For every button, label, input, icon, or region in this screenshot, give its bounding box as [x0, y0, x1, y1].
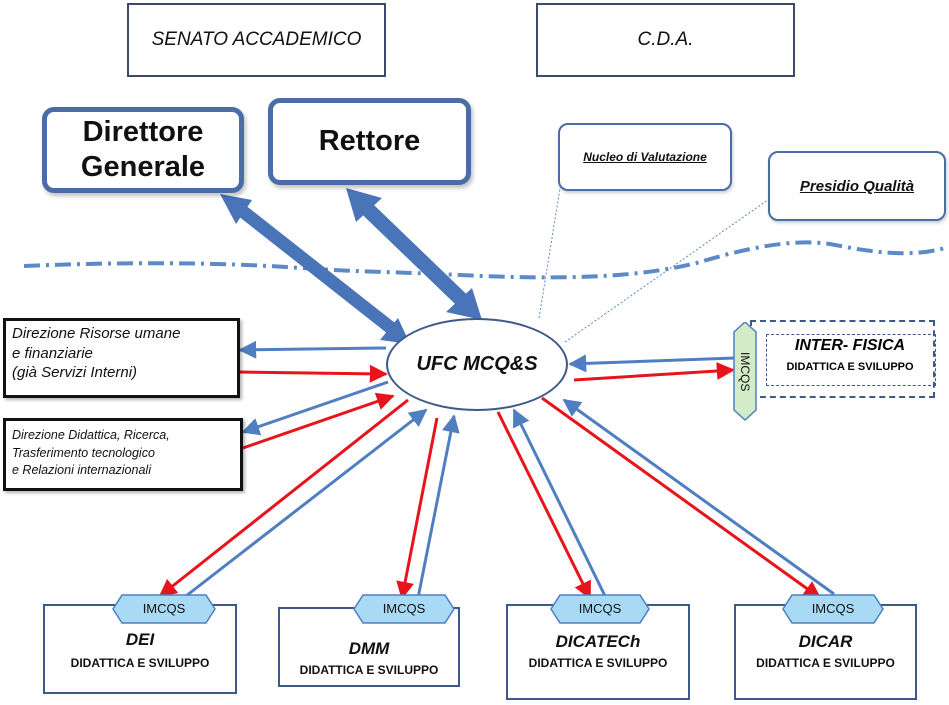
hub-label: UFC MCQ&S	[416, 353, 538, 375]
direzione-didattica-line3: e Relazioni internazionali	[12, 463, 151, 477]
red-arrow-to-dei	[158, 398, 409, 598]
dicatech-imcqs-tag: IMCQS	[550, 594, 650, 624]
dept-dei-name: DEI	[125, 630, 155, 649]
blue-arrow-from-dei	[185, 408, 428, 598]
direzione-didattica-line2: Trasferimento tecnologico	[12, 445, 155, 460]
rettore-box: Rettore	[268, 98, 471, 185]
presidio-qualita-box: Presidio Qualità	[768, 151, 946, 221]
cda-box: C.D.A.	[536, 3, 795, 77]
dept-dicatech-subtitle: DIDATTICA E SVILUPPO	[528, 656, 668, 670]
direttore-line1: Direttore	[82, 116, 204, 149]
dept-dmm-subtitle: DIDATTICA E SVILUPPO	[299, 663, 439, 677]
blue-arrow-from-dmm	[416, 414, 460, 599]
red-arrow-to-dicar	[541, 396, 822, 600]
inter-fisica-box: INTER- FISICA DIDATTICA E SVILUPPO	[750, 320, 936, 398]
dicatech-imcqs-label: IMCQS	[578, 601, 622, 616]
blue-arrow-from-inter	[568, 354, 736, 373]
nucleo-dotted-line	[538, 169, 564, 319]
senato-label: SENATO ACCADEMICO	[151, 29, 362, 50]
red-arrow-to-dmm	[396, 417, 439, 600]
dmm-imcqs-tag: IMCQS	[353, 594, 455, 624]
blue-arrow-from-dicatech	[512, 408, 608, 599]
blue-arrow-to-risorse	[238, 340, 387, 359]
direzione-risorse-line3: (già Servizi Interni)	[12, 364, 138, 381]
direzione-didattica-box: Direzione Didattica, Ricerca, Trasferime…	[3, 418, 243, 491]
blue-arrow-to-didattica	[241, 380, 389, 436]
dei-imcqs-tag: IMCQS	[112, 594, 216, 624]
cda-label: C.D.A.	[637, 29, 694, 50]
blue-arrow-from-dicar	[562, 398, 835, 596]
inter-fisica-title: INTER- FISICA	[794, 337, 906, 354]
dicar-imcqs-tag: IMCQS	[782, 594, 884, 624]
dept-dmm-name: DMM	[348, 639, 390, 658]
separator-wave	[23, 240, 946, 280]
red-arrow-from-risorse	[239, 364, 388, 383]
presidio-label: Presidio Qualità	[799, 177, 915, 195]
direttore-line2: Generale	[80, 151, 206, 183]
dmm-imcqs-label: IMCQS	[382, 601, 426, 616]
inter-fisica-imcqs-label: IMCQS	[738, 352, 752, 392]
presidio-dotted-line	[564, 189, 783, 343]
dept-dicar-name: DICAR	[798, 632, 853, 651]
inter-fisica-subtitle: DIDATTICA E SVILUPPO	[786, 361, 914, 373]
direzione-didattica-line1: Direzione Didattica, Ricerca,	[12, 428, 170, 442]
nucleo-label: Nucleo di Valutazione	[583, 150, 707, 164]
red-arrow-to-inter	[573, 362, 735, 382]
dept-dicatech-name: DICATECh	[555, 632, 641, 651]
direzione-risorse-box: Direzione Risorse umane e finanziarie (g…	[3, 318, 240, 398]
rettore-thick-arrow	[346, 188, 482, 320]
red-arrow-to-dicatech	[496, 411, 592, 600]
inter-fisica-imcqs-tag	[733, 322, 757, 422]
dept-dmm-box: DMM DIDATTICA E SVILUPPO	[278, 607, 460, 687]
senato-accademico-box: SENATO ACCADEMICO	[127, 3, 386, 77]
rettore-label: Rettore	[318, 125, 421, 157]
direzione-risorse-line2: e finanziarie	[12, 344, 93, 362]
dept-dei-subtitle: DIDATTICA E SVILUPPO	[70, 656, 210, 670]
dicar-imcqs-label: IMCQS	[811, 601, 855, 616]
dei-imcqs-label: IMCQS	[142, 601, 186, 616]
inter-fisica-inner-frame	[766, 334, 936, 386]
nucleo-valutazione-box: Nucleo di Valutazione	[558, 123, 732, 191]
direttore-generale-box: Direttore Generale	[42, 107, 244, 193]
red-arrow-from-didattica	[242, 392, 395, 450]
direzione-risorse-line1: Direzione Risorse umane	[12, 325, 181, 342]
dept-dicar-subtitle: DIDATTICA E SVILUPPO	[756, 656, 895, 670]
ufc-mcqs-hub: UFC MCQ&S	[386, 318, 568, 411]
